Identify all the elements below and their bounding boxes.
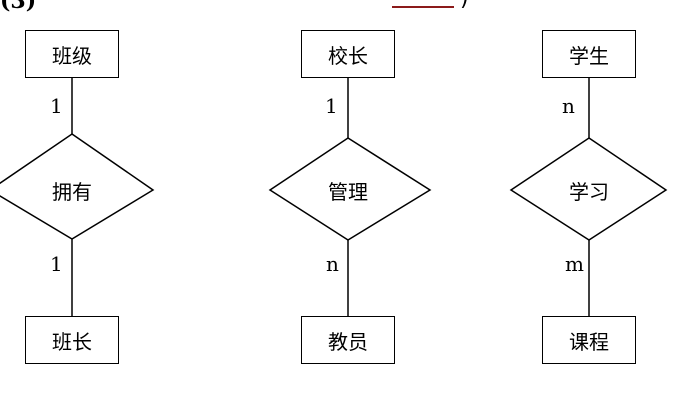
entity-label-principal: 校长 [328,43,368,68]
cardinality-3-top: n [562,94,575,118]
cardinality-2-bottom: n [326,252,339,276]
relationship-label-study: 学习 [569,179,609,204]
entity-box-class: 班级 [25,30,119,78]
entity-label-student: 学生 [569,43,609,68]
cardinality-1-bottom: 1 [50,252,63,276]
top-cut-off-paren: ) [460,0,469,11]
top-cut-off-text: (3) [0,0,37,14]
cardinality-1-top: 1 [50,94,63,118]
underline-mark [392,0,454,8]
cardinality-2-top: 1 [325,94,338,118]
entity-label-monitor: 班长 [52,329,92,354]
relationship-label-have: 拥有 [52,179,92,204]
entity-box-principal: 校长 [301,30,395,78]
cardinality-3-bottom: m [565,252,584,276]
entity-box-student: 学生 [542,30,636,78]
entity-label-class: 班级 [52,43,92,68]
relationship-label-manage: 管理 [328,179,368,204]
entity-label-teacher: 教员 [328,329,368,354]
entity-box-monitor: 班长 [25,316,119,364]
entity-box-teacher: 教员 [301,316,395,364]
entity-box-course: 课程 [542,316,636,364]
entity-label-course: 课程 [569,329,609,354]
